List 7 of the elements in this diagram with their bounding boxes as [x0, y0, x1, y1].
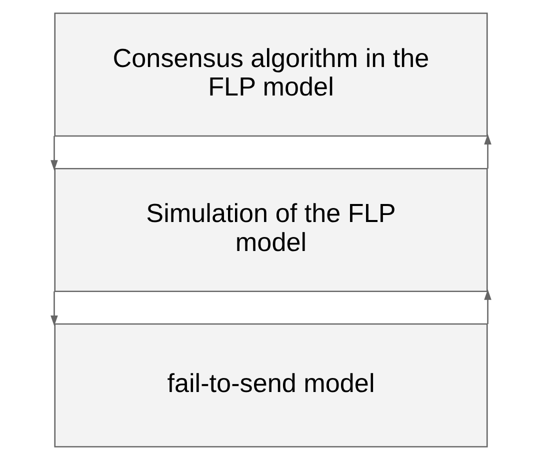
node-box: Simulation of the FLP model: [54, 168, 488, 292]
node-box: Consensus algorithm in the FLP model: [54, 12, 488, 137]
node-box: fail-to-send model: [54, 323, 488, 448]
arrow: [50, 136, 58, 171]
arrow: [484, 134, 491, 169]
arrow: [50, 291, 58, 326]
arrow: [484, 289, 491, 324]
